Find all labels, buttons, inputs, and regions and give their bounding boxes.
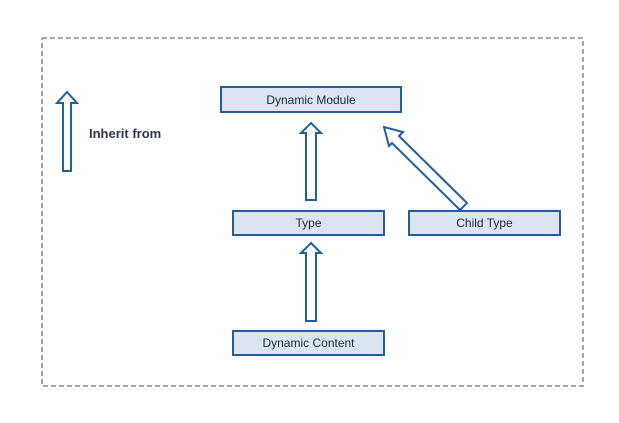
edge-child-type-to-dynamic-module — [382, 125, 469, 212]
edge-dynamic-content-to-type — [298, 241, 324, 322]
legend-arrow-icon — [54, 90, 80, 172]
diagram-frame — [41, 37, 584, 387]
node-type: Type — [232, 210, 385, 236]
legend-label: Inherit from — [89, 126, 162, 141]
edge-type-to-dynamic-module — [298, 121, 324, 201]
node-dynamic-content: Dynamic Content — [232, 330, 385, 356]
node-dynamic-module: Dynamic Module — [220, 86, 402, 113]
node-child-type: Child Type — [408, 210, 561, 236]
